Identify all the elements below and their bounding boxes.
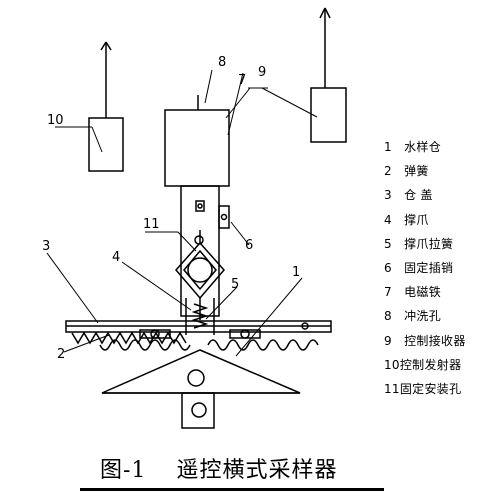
legend-item-10: 10控制发射器 [384, 357, 462, 372]
callout-6: 6 [245, 238, 253, 253]
legend: 1 水样仓 2 弹簧 3 仓 盖 4 撑爪 5 撑爪拉簧 6 固定插销 7 电磁… [384, 136, 500, 402]
claw-spring [191, 303, 209, 329]
leader-lines [46, 69, 318, 357]
chamber-lid [65, 320, 332, 339]
water-sample-chamber [101, 349, 301, 429]
legend-item-9: 9 控制接收器 [384, 333, 466, 348]
legend-item-11: 11固定安装孔 [384, 381, 462, 396]
callout-1: 1 [292, 265, 300, 280]
legend-item-1: 1 水样仓 [384, 140, 442, 154]
spring-right [207, 339, 319, 351]
callout-4: 4 [112, 250, 120, 265]
legend-item-8: 8 冲洗孔 [384, 309, 442, 324]
fixed-pin [218, 205, 230, 229]
control-receiver [310, 7, 347, 143]
callout-8: 8 [218, 55, 226, 70]
legend-item-6: 6 固定插销 [384, 260, 454, 275]
legend-item-7: 7 电磁铁 [384, 285, 442, 300]
callout-10: 10 [47, 113, 64, 128]
figure-label: 图-1 [100, 458, 147, 483]
callout-7: 7 [238, 73, 246, 88]
legend-item-4: 4 撑爪 [384, 212, 429, 227]
legend-item-2: 2 弹簧 [384, 164, 429, 179]
figure-title: 遥控横式采样器 [176, 458, 338, 483]
figure-caption: 图-1 遥控横式采样器 [100, 455, 400, 487]
legend-item-5: 5 撑爪拉簧 [384, 236, 454, 251]
mounting-hole [194, 235, 204, 245]
electromagnet [164, 109, 230, 187]
callout-2: 2 [57, 347, 65, 362]
callout-5: 5 [231, 277, 239, 292]
control-transmitter [88, 41, 124, 172]
callout-11: 11 [143, 217, 160, 232]
callout-3: 3 [42, 239, 50, 254]
caption-underline [80, 488, 384, 491]
callout-9: 9 [258, 65, 266, 80]
support-claw [175, 230, 225, 335]
legend-item-3: 3 仓 盖 [384, 188, 433, 203]
